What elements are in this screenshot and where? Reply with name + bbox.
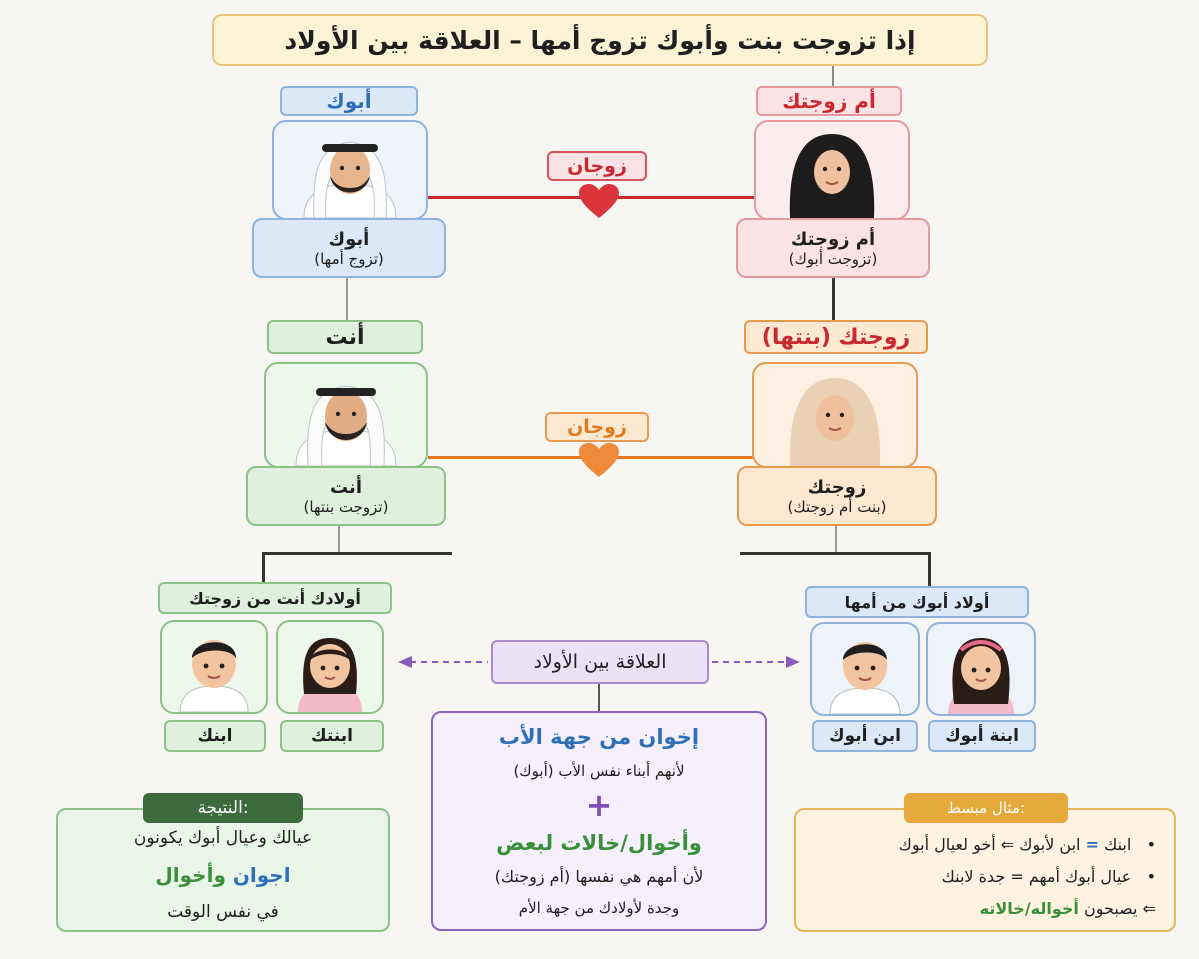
wife-tag: زوجتك (بنتها) <box>744 320 928 354</box>
example-box: • ابنك = ابن لأبوك ⇐ أخو لعيال أبوك • عي… <box>794 808 1176 932</box>
connector-line <box>835 526 837 552</box>
example-item3: ⇐ يصبحون أخواله/خالاته <box>979 898 1156 918</box>
relation-line5: وجدة لأولادك من جهة الأم <box>518 898 680 917</box>
connector-line <box>832 66 834 88</box>
you-tag: أنت <box>267 320 423 354</box>
wife-card: زوجتك (بنت أم زوجتك) <box>737 466 937 526</box>
couple-label: زوجان <box>545 412 649 442</box>
page-title: إذا تزوجت بنت وأبوك تزوج أمها – العلاقة … <box>212 14 988 66</box>
your-kids-header: أولادك أنت من زوجتك <box>158 582 392 614</box>
relation-explanation: إخوان من جهة الأب لأنهم أبناء نفس الأب (… <box>431 711 767 931</box>
heart-icon <box>578 184 620 220</box>
wife-name: زوجتك <box>807 476 867 498</box>
father-portrait <box>272 120 428 220</box>
father-daughter-label: ابنة أبوك <box>928 720 1036 752</box>
connector-line <box>832 278 835 320</box>
you-card: أنت (تزوجت بنتها) <box>246 466 446 526</box>
relation-line1: إخوان من جهة الأب <box>498 725 700 750</box>
result-label: النتيجة: <box>143 793 303 823</box>
example-item2: • عيال أبوك أمهم = جدة لابنك <box>941 866 1156 886</box>
father-card: أبوك (تزوج أمها) <box>252 218 446 278</box>
father-son-label: ابن أبوك <box>812 720 918 752</box>
result-brothers-word: اجوان <box>232 862 291 887</box>
mother-in-law-card: أم زوجتك (تزوجت أبوك) <box>736 218 930 278</box>
father-daughter-portrait <box>926 622 1036 716</box>
connector-line <box>262 552 265 582</box>
connector-line <box>598 684 600 712</box>
plus-icon: + <box>585 786 613 825</box>
bullet-icon: • <box>1136 834 1156 854</box>
wife-note: (بنت أم زوجتك) <box>787 497 887 516</box>
couple-label: زوجان <box>547 151 647 181</box>
father-son-portrait <box>810 622 920 716</box>
heart-icon <box>578 443 620 479</box>
your-daughter-portrait <box>276 620 384 714</box>
left-dashed-arrow <box>398 654 490 670</box>
you-portrait <box>264 362 428 468</box>
mother-in-law-name: أم زوجتك <box>790 228 876 250</box>
connector-line <box>338 526 340 552</box>
wife-portrait <box>752 362 918 468</box>
father-note: (تزوج أمها) <box>314 249 384 268</box>
right-dashed-arrow <box>712 654 800 670</box>
father-kids-header: أولاد أبوك من أمها <box>805 586 1029 618</box>
connector-line <box>346 278 348 320</box>
father-tag: أبوك <box>280 86 418 116</box>
result-box: عيالك وعيال أبوك يكونون اجوان وأخوال في … <box>56 808 390 932</box>
mother-in-law-tag: أم زوجتك <box>756 86 902 116</box>
result-line1: عيالك وعيال أبوك يكونون <box>133 827 313 848</box>
connector-line <box>740 552 930 555</box>
mother-in-law-note: (تزوجت أبوك) <box>788 249 878 268</box>
connector-line <box>262 552 452 555</box>
your-son-label: ابنك <box>164 720 266 752</box>
father-name: أبوك <box>328 228 370 250</box>
you-name: أنت <box>330 476 362 498</box>
connector-line <box>928 552 931 586</box>
relation-line4: لأن أمهم هي نفسها (أم زوجتك) <box>494 867 704 887</box>
example-item1: • ابنك = ابن لأبوك ⇐ أخو لعيال أبوك <box>898 834 1156 854</box>
result-line2: اجوان وأخوال <box>155 863 290 887</box>
example-label: مثال مبسط: <box>904 793 1068 823</box>
your-son-portrait <box>160 620 268 714</box>
relation-label: العلاقة بين الأولاد <box>491 640 709 684</box>
result-line3: في نفس الوقت <box>167 902 279 923</box>
result-uncles-word: وأخوال <box>155 862 226 887</box>
mother-in-law-portrait <box>754 120 910 220</box>
you-note: (تزوجت بنتها) <box>303 497 389 516</box>
relation-line3: وأخوال/خالات لبعض <box>496 830 702 855</box>
relation-line2: لأنهم أبناء نفس الأب (أبوك) <box>513 761 685 780</box>
bullet-icon: • <box>1136 866 1156 886</box>
your-daughter-label: ابنتك <box>280 720 384 752</box>
